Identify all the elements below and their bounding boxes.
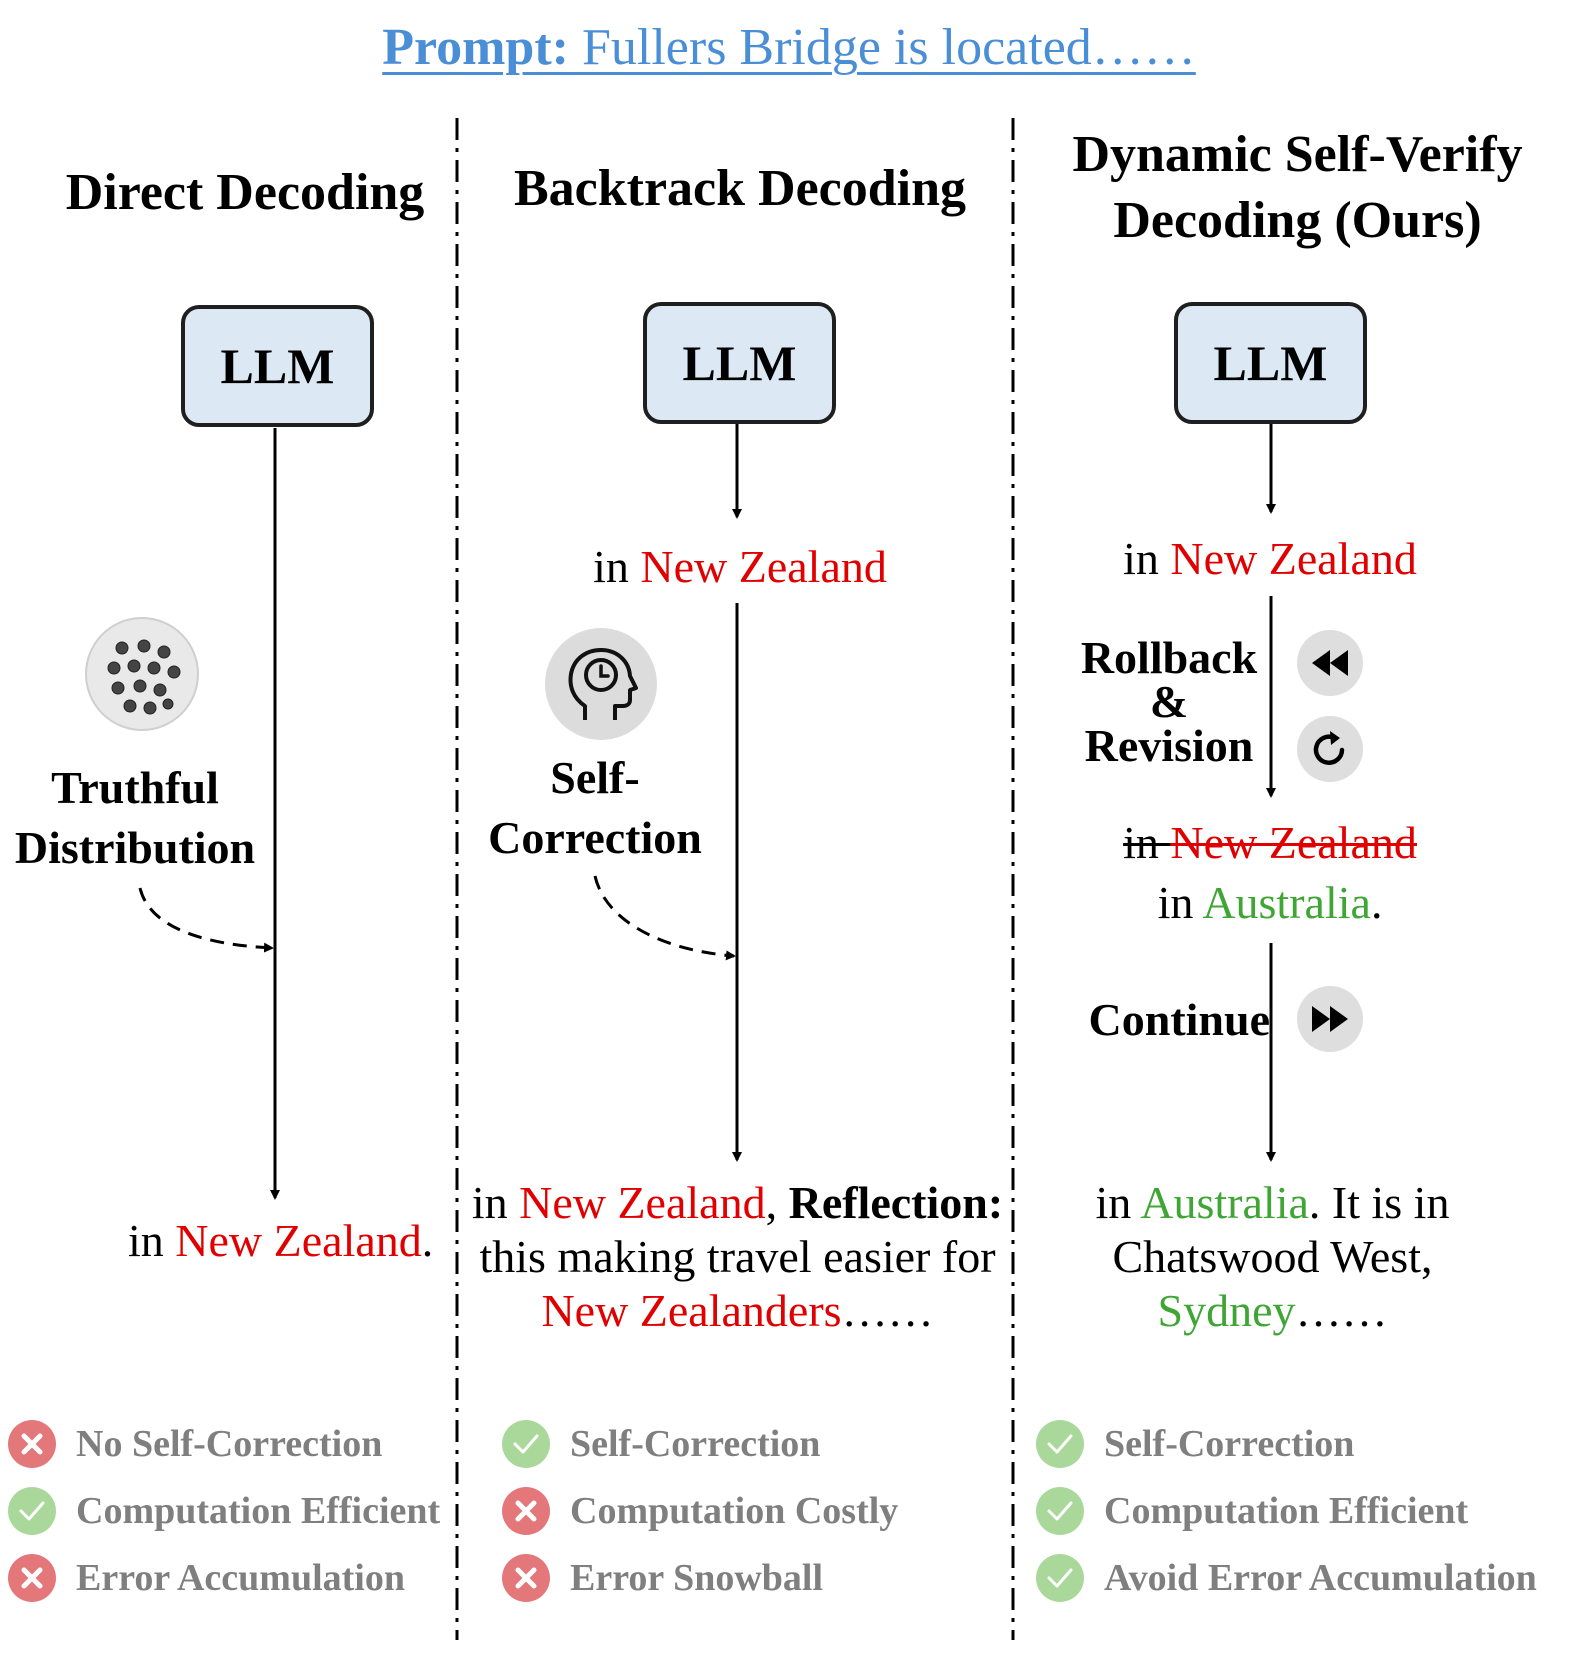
dotted-sphere-icon — [80, 612, 204, 736]
revised-pre: in — [1157, 877, 1203, 928]
output-post: …… — [841, 1285, 934, 1336]
step1-backtrack: in New Zealand — [520, 540, 960, 594]
feature-label: Self-Correction — [1104, 1423, 1355, 1465]
revised-correct: Australia — [1202, 877, 1371, 928]
check-icon — [1036, 1487, 1084, 1535]
output-error-1: New Zealand — [519, 1177, 766, 1228]
check-icon — [1036, 1420, 1084, 1468]
title-line-2: Decoding (Ours) — [1113, 192, 1482, 249]
feature-label: No Self-Correction — [76, 1423, 383, 1465]
dashed-arrow-col2 — [593, 875, 736, 961]
features-dsvd: Self-Correction Computation Efficient Av… — [1036, 1414, 1537, 1608]
title-backtrack-decoding: Backtrack Decoding — [513, 160, 967, 217]
check-icon — [8, 1487, 56, 1535]
feature-item: Computation Efficient — [8, 1481, 440, 1541]
feature-item: Avoid Error Accumulation — [1036, 1548, 1537, 1608]
label-line-2: & — [1149, 676, 1189, 727]
output-pre: in — [128, 1215, 176, 1266]
cross-icon — [502, 1554, 550, 1602]
step1-dsvd: in New Zealand — [1050, 532, 1490, 586]
cross-icon — [502, 1487, 550, 1535]
features-direct: No Self-Correction Computation Efficient… — [8, 1414, 440, 1608]
output-reflection: Reflection: — [788, 1177, 1004, 1228]
feature-label: Computation Efficient — [1104, 1490, 1469, 1532]
label-line-3: Revision — [1084, 720, 1254, 771]
rollback-revision-label: Rollback & Revision — [1066, 632, 1272, 771]
head-clock-icon — [545, 628, 657, 740]
feature-label: Avoid Error Accumulation — [1104, 1557, 1537, 1599]
title-line-1: Dynamic Self-Verify — [1072, 126, 1523, 183]
title-direct-decoding: Direct Decoding — [65, 164, 425, 221]
label-line-2: Correction — [488, 812, 702, 863]
self-correction-label: Self- Correction — [470, 748, 720, 868]
title-dynamic-self-verify: Dynamic Self-Verify Decoding (Ours) — [1025, 122, 1570, 254]
output-direct: in New Zealand. — [128, 1214, 448, 1268]
redo-icon — [1297, 716, 1363, 782]
step-pre: in — [1123, 533, 1171, 584]
check-icon — [502, 1420, 550, 1468]
feature-label: Error Snowball — [570, 1557, 824, 1599]
prompt-header: Prompt: Fullers Bridge is located…… — [0, 18, 1578, 77]
step-pre: in — [593, 541, 641, 592]
feature-item: Self-Correction — [502, 1414, 898, 1474]
feature-item: Computation Efficient — [1036, 1481, 1537, 1541]
output-pre: in — [471, 1177, 520, 1228]
output-line-2: Chatswood West, — [1112, 1231, 1433, 1282]
dashed-arrow-col1 — [138, 887, 274, 953]
output-error-2: New Zealanders — [541, 1285, 842, 1336]
revised-output: in Australia. — [1050, 876, 1490, 930]
output-correct-1: Australia — [1140, 1177, 1309, 1228]
label-line-1: Self- — [550, 752, 640, 803]
feature-label: Computation Efficient — [76, 1490, 441, 1532]
cross-icon — [8, 1554, 56, 1602]
llm-box-dsvd: LLM — [1174, 302, 1367, 424]
output-comma: , — [765, 1177, 789, 1228]
label-line-1: Truthful — [51, 762, 219, 813]
output-pre: in — [1095, 1177, 1141, 1228]
truthful-distribution-label: Truthful Distribution — [10, 758, 260, 878]
output-post: …… — [1295, 1285, 1388, 1336]
llm-box-direct: LLM — [181, 305, 374, 427]
output-dsvd: in Australia. It is in Chatswood West, S… — [1040, 1176, 1505, 1338]
label-line-1: Rollback — [1080, 632, 1258, 683]
feature-item: No Self-Correction — [8, 1414, 440, 1474]
output-correct-2: Sydney — [1157, 1285, 1296, 1336]
continue-label: Continue — [1088, 994, 1270, 1045]
rewind-icon — [1297, 630, 1363, 696]
prompt-text: Fullers Bridge is located…… — [581, 19, 1196, 76]
feature-item: Self-Correction — [1036, 1414, 1537, 1474]
struck-pre: in — [1123, 817, 1171, 868]
revised-post: . — [1370, 877, 1383, 928]
features-backtrack: Self-Correction Computation Costly Error… — [502, 1414, 898, 1608]
feature-item: Error Accumulation — [8, 1548, 440, 1608]
struck-error: New Zealand — [1170, 817, 1417, 868]
prompt-label: Prompt: — [382, 19, 569, 76]
output-line-2: this making travel easier for — [479, 1231, 996, 1282]
step-error: New Zealand — [1170, 533, 1417, 584]
feature-label: Computation Costly — [570, 1490, 899, 1532]
step-error: New Zealand — [640, 541, 887, 592]
feature-label: Self-Correction — [570, 1423, 821, 1465]
fast-forward-icon — [1297, 986, 1363, 1052]
feature-item: Computation Costly — [502, 1481, 898, 1541]
output-backtrack: in New Zealand, Reflection: this making … — [470, 1176, 1005, 1338]
struck-output: in New Zealand — [1050, 816, 1490, 870]
feature-item: Error Snowball — [502, 1548, 898, 1608]
output-post: . — [421, 1215, 434, 1266]
cross-icon — [8, 1420, 56, 1468]
feature-label: Error Accumulation — [76, 1557, 405, 1599]
label-line-2: Distribution — [14, 822, 256, 873]
llm-box-backtrack: LLM — [643, 302, 836, 424]
output-error: New Zealand — [175, 1215, 422, 1266]
check-icon — [1036, 1554, 1084, 1602]
output-mid: . It is in — [1308, 1177, 1450, 1228]
